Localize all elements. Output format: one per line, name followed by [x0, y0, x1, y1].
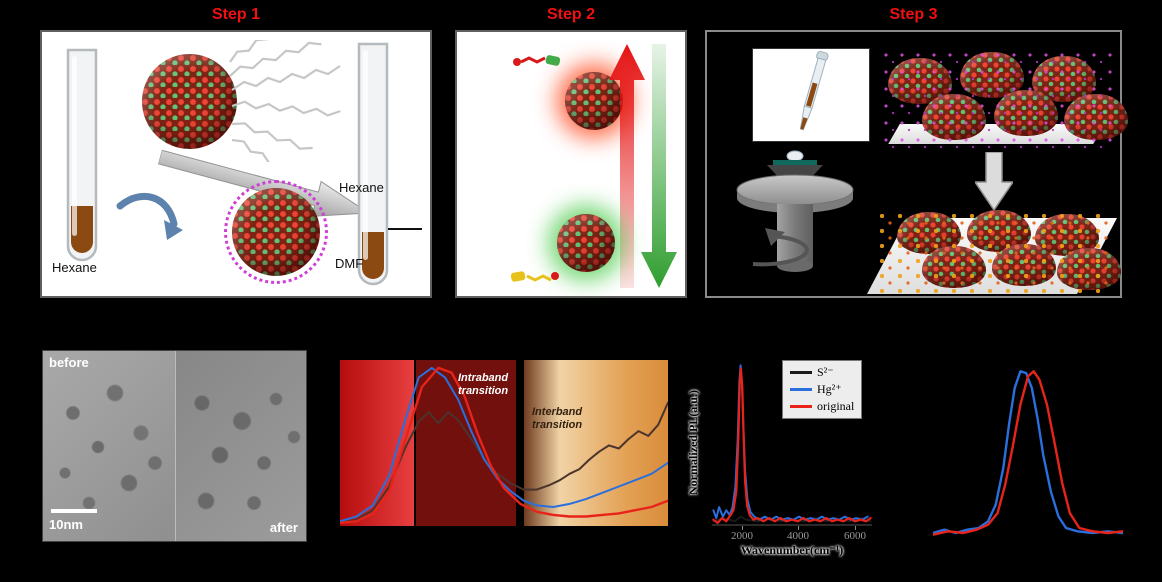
- pl-xlabel: Wavenumber(cm⁻¹): [740, 543, 844, 557]
- pl-tick-2000: 2000: [731, 530, 753, 542]
- exchange-arrows-icon: [609, 44, 677, 288]
- legend-label-original: original: [817, 399, 855, 413]
- pl-tick-6000: 6000: [844, 530, 866, 542]
- rotation-arrow-icon: [752, 234, 809, 267]
- short-ligand-top-icon: [513, 55, 561, 66]
- nanocrystal-tile: [922, 246, 986, 288]
- pl-tickmark-6000: [855, 526, 856, 530]
- interband-line2: transition: [532, 419, 583, 431]
- step1-panel: Hexane: [40, 30, 432, 298]
- right-test-tube-icon: [357, 42, 389, 286]
- nanocrystal-long-ligands: [142, 54, 237, 149]
- droplet-icon: [786, 150, 804, 162]
- tem-panel: before 10nm after: [42, 350, 307, 542]
- left-tube-label: Hexane: [52, 260, 97, 275]
- nanocrystal-tile: [1064, 94, 1128, 140]
- right-tube-hexane-label: Hexane: [339, 180, 384, 195]
- pl-tickmark-4000: [798, 526, 799, 530]
- intraband-annotation: Intraband transition: [458, 372, 508, 398]
- tem-before-label: before: [49, 355, 89, 370]
- deposit-arrow-icon: [975, 152, 1013, 212]
- tem-after-label: after: [269, 520, 298, 535]
- legend-label-hg2: Hg²⁺: [817, 382, 842, 396]
- legend-swatch-red: [790, 405, 812, 408]
- liquid-level-line: [388, 228, 422, 230]
- tem-before-image: before 10nm: [43, 351, 175, 541]
- legend-swatch-black: [790, 371, 812, 374]
- left-test-tube-icon: [66, 48, 98, 262]
- right-tube-dmf-label: DMF: [335, 256, 364, 271]
- interband-line1: Interband: [532, 406, 583, 418]
- legend-item-s2: S²⁻: [790, 364, 854, 381]
- intraband-line2: transition: [458, 385, 509, 397]
- nanocrystal-tile: [992, 244, 1056, 286]
- short-ligand-bottom-icon: [510, 271, 559, 282]
- legend-item-hg2: Hg²⁺: [790, 381, 854, 398]
- spin-coater-icon: [736, 150, 854, 272]
- nanocrystal-red-glow: [565, 72, 623, 130]
- alkyl-ligand-chains-icon: [229, 40, 341, 162]
- pl-legend: S²⁻ Hg²⁺ original: [782, 360, 863, 419]
- legend-label-s2: S²⁻: [817, 365, 834, 379]
- tem-after-image: after: [174, 351, 306, 541]
- intraband-line1: Intraband: [458, 372, 509, 384]
- scale-bar: [51, 509, 97, 513]
- interband-gradient-block: [524, 360, 668, 526]
- absorption-curves: [340, 366, 668, 525]
- pipette-inset: [752, 48, 870, 142]
- pl-tick-4000: 4000: [787, 530, 809, 542]
- pipette-icon: [799, 50, 829, 131]
- right-pl-curves: [933, 370, 1123, 536]
- pl-chart: Normalized PL(a.u.) S²⁻ Hg²⁺ original 20…: [686, 346, 884, 560]
- pl-tickmark-2000: [742, 526, 743, 530]
- scale-bar-label: 10nm: [49, 517, 83, 532]
- step3-title: Step 3: [889, 6, 938, 23]
- nanocrystal-short-ligands: [224, 180, 328, 284]
- legend-swatch-blue: [790, 388, 812, 391]
- step2-panel: [455, 30, 687, 298]
- legend-item-original: original: [790, 398, 854, 415]
- nanocrystal-tile: [1057, 248, 1121, 290]
- interband-annotation: Interband transition: [532, 406, 582, 432]
- nanocrystal-green-glow: [557, 214, 615, 272]
- absorption-chart: Intraband transition Interband transitio…: [338, 352, 670, 538]
- step2-title: Step 2: [546, 6, 595, 23]
- nc-film-top: [882, 50, 1128, 158]
- nanocrystal-tile: [922, 94, 986, 140]
- right-pl-chart: [925, 348, 1130, 558]
- pour-arrow-icon: [116, 192, 183, 240]
- step1-title: Step 1: [211, 6, 260, 23]
- nanocrystal-core: [232, 188, 320, 276]
- intraband-highlight: [416, 360, 516, 526]
- nanocrystal-tile: [994, 90, 1058, 136]
- nc-film-bottom: [867, 210, 1121, 298]
- step3-panel: [705, 30, 1128, 298]
- pl-ylabel: Normalized PL(a.u.): [686, 390, 700, 496]
- pl-curves: [712, 364, 872, 526]
